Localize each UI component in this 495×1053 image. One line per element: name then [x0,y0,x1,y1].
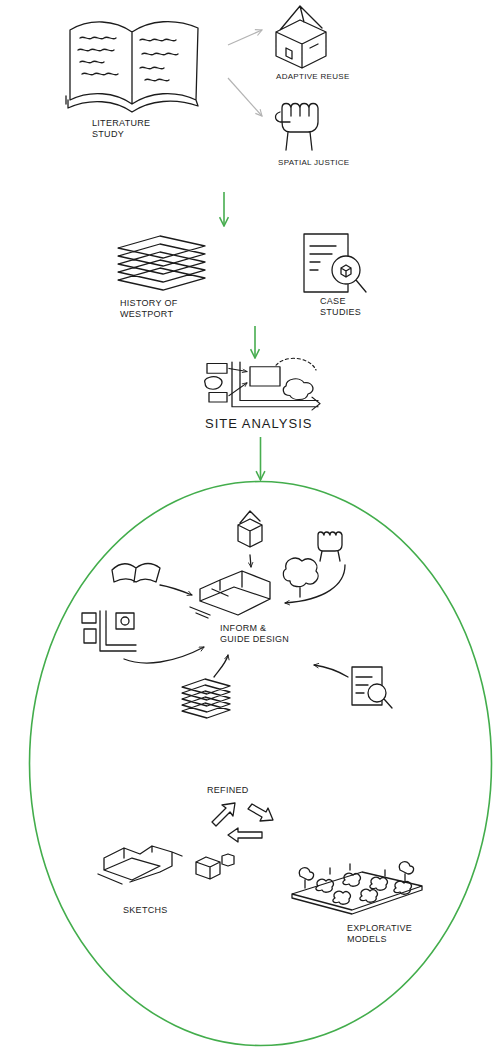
refine-cycle [212,803,273,842]
site-boundary [276,358,316,370]
flow-arrow [223,192,225,226]
input-arrow [214,655,228,677]
site-plan [205,358,320,410]
site-arrows [229,368,247,371]
flow-arrow [228,78,262,116]
circle-outline [30,482,492,1046]
case-icon: CASE STUDIES [290,226,390,326]
flow-arrow [254,326,256,358]
circle-outline [28,480,493,1047]
flow-arrow [228,30,262,45]
small-layers [182,679,230,718]
input-arrow [250,555,251,567]
layers-drawing [118,236,205,290]
tree-drawing [283,558,318,597]
stage-label: EXPLORATIVE MODELS [347,923,415,946]
reuse-icon: ADAPTIVE REUSE [262,0,366,88]
stage-label: REFINED [207,785,267,796]
stage-label: HISTORY OF WESTPORT [120,298,182,321]
input-arrow [314,665,348,677]
magnifier-drawing [332,256,366,292]
small-fist [318,532,342,561]
site-arrows [229,383,247,396]
input-arrow [160,585,192,595]
design-inputs [82,511,392,718]
design-outputs [98,803,422,914]
small-magnifier [368,684,392,708]
stage-label: INFORM & GUIDE DESIGN [220,623,292,646]
stage-label: SKETCHS [123,905,183,916]
literature-icon: LITERATURE STUDY [60,0,228,192]
stage-label: SITE ANALYSIS [205,416,325,432]
fist-drawing [276,104,319,151]
site-icon: SITE ANALYSIS [195,358,330,437]
design-massing [190,571,270,618]
small-book [112,564,160,583]
flow-arrow [260,437,262,480]
site-drawing [205,362,320,410]
sketch-drawing [98,846,182,884]
stage-label: LITERATURE STUDY [92,118,154,141]
model-node: EXPLORATIVE MODELS [285,835,435,950]
history-icon: HISTORY OF WESTPORT [100,226,258,326]
stage-label: CASE STUDIES [320,296,370,319]
book-writing [78,37,178,81]
justice-icon: SPATIAL JUSTICE [262,88,372,183]
house-drawing [276,6,326,68]
model-details [299,862,413,904]
small-house [238,511,262,547]
small-site [82,611,136,651]
design-circle: REFINED INFORM & GUIDE DESIGN SKETCHS EXPLO… [28,480,493,1047]
stage-label: ADAPTIVE REUSE [276,72,362,82]
input-arrow [285,565,345,603]
input-arrow [124,647,204,663]
design-node: INFORM & GUIDE DESIGN [216,620,296,650]
book-drawing [66,22,198,112]
sketch-node: SKETCHS [95,830,205,921]
stage-label: SPATIAL JUSTICE [278,158,364,168]
small-box [196,854,234,879]
